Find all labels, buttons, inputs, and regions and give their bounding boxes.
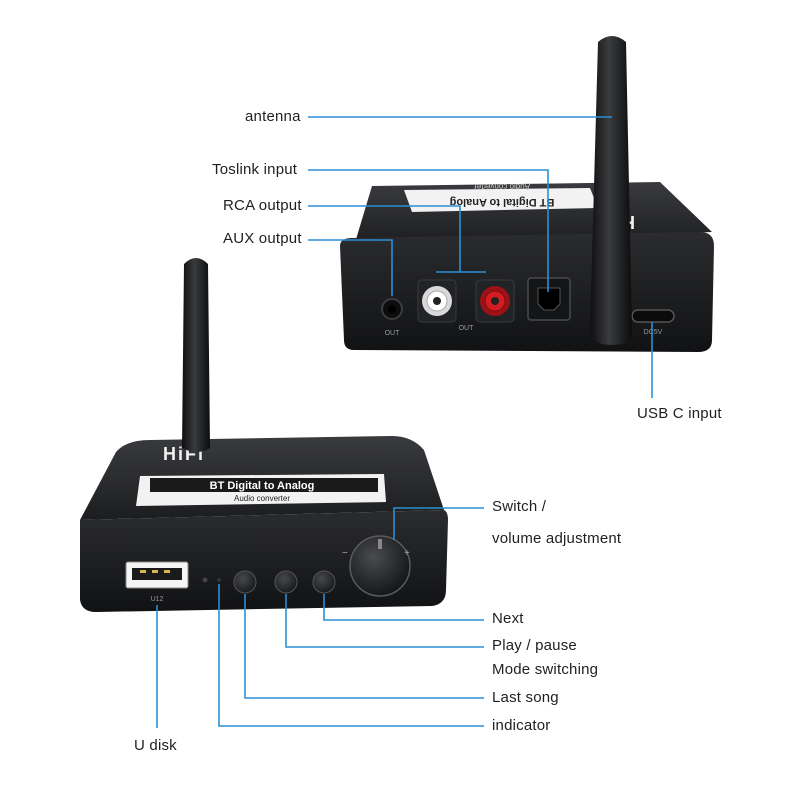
front-antenna [182, 258, 210, 452]
indicator-callout [218, 584, 484, 727]
knob-plus-mark: + [404, 548, 410, 559]
front-product-line2: Audio converter [234, 494, 290, 503]
back-antenna [590, 36, 632, 345]
rca-callout [308, 205, 486, 273]
next-button[interactable] [312, 570, 336, 594]
play-pause-callout [285, 594, 484, 648]
switch-label-line1: Switch / [492, 498, 547, 515]
aux-callout [308, 239, 393, 296]
knob-minus-mark: − [342, 548, 348, 559]
indicator-led-2 [217, 578, 221, 582]
aux-port-label: OUT [385, 330, 401, 337]
rca-red-port: OUT [459, 279, 515, 332]
toslink-callout [308, 169, 549, 292]
rca-port-label: OUT [459, 325, 475, 332]
last-song-callout [244, 594, 484, 699]
back-product-line2: Audio converter [474, 182, 530, 191]
usbc-label: USB C input [637, 405, 722, 422]
indicator-label: indicator [492, 717, 551, 734]
last-song-button[interactable] [233, 570, 257, 594]
aux-label: AUX output [223, 230, 302, 247]
toslink-label: Toslink input [212, 161, 298, 178]
antenna-label: antenna [245, 108, 301, 125]
usb-a-port: U12 [125, 561, 189, 603]
next-callout [323, 594, 484, 621]
last-song-label: Last song [492, 689, 559, 706]
switch-label-line2: volume adjustment [492, 530, 622, 547]
back-device: BT Digital to Analog Audio converter HiF… [340, 36, 714, 352]
front-device: HiFi BT Digital to Analog Audio converte… [80, 258, 448, 612]
usb-port-label: U12 [151, 596, 164, 603]
volume-knob[interactable]: − + [342, 535, 411, 597]
rca-white-port [417, 279, 457, 323]
callout-lines [156, 116, 653, 728]
indicator-led [202, 577, 208, 583]
usbc-port: DC5V [631, 309, 675, 336]
aux-port: OUT [381, 298, 403, 337]
mode-label: Mode switching [492, 661, 599, 678]
back-product-line1: BT Digital to Analog [450, 196, 555, 208]
rca-label: RCA output [223, 197, 302, 214]
play-pause-button[interactable] [274, 570, 298, 594]
play-pause-label: Play / pause [492, 637, 577, 654]
usbc-port-label: DC5V [644, 329, 663, 336]
toslink-port [527, 277, 571, 321]
front-product-line1: BT Digital to Analog [210, 480, 315, 492]
next-label: Next [492, 610, 524, 627]
switch-callout [393, 507, 484, 540]
u-disk-label: U disk [134, 737, 177, 754]
